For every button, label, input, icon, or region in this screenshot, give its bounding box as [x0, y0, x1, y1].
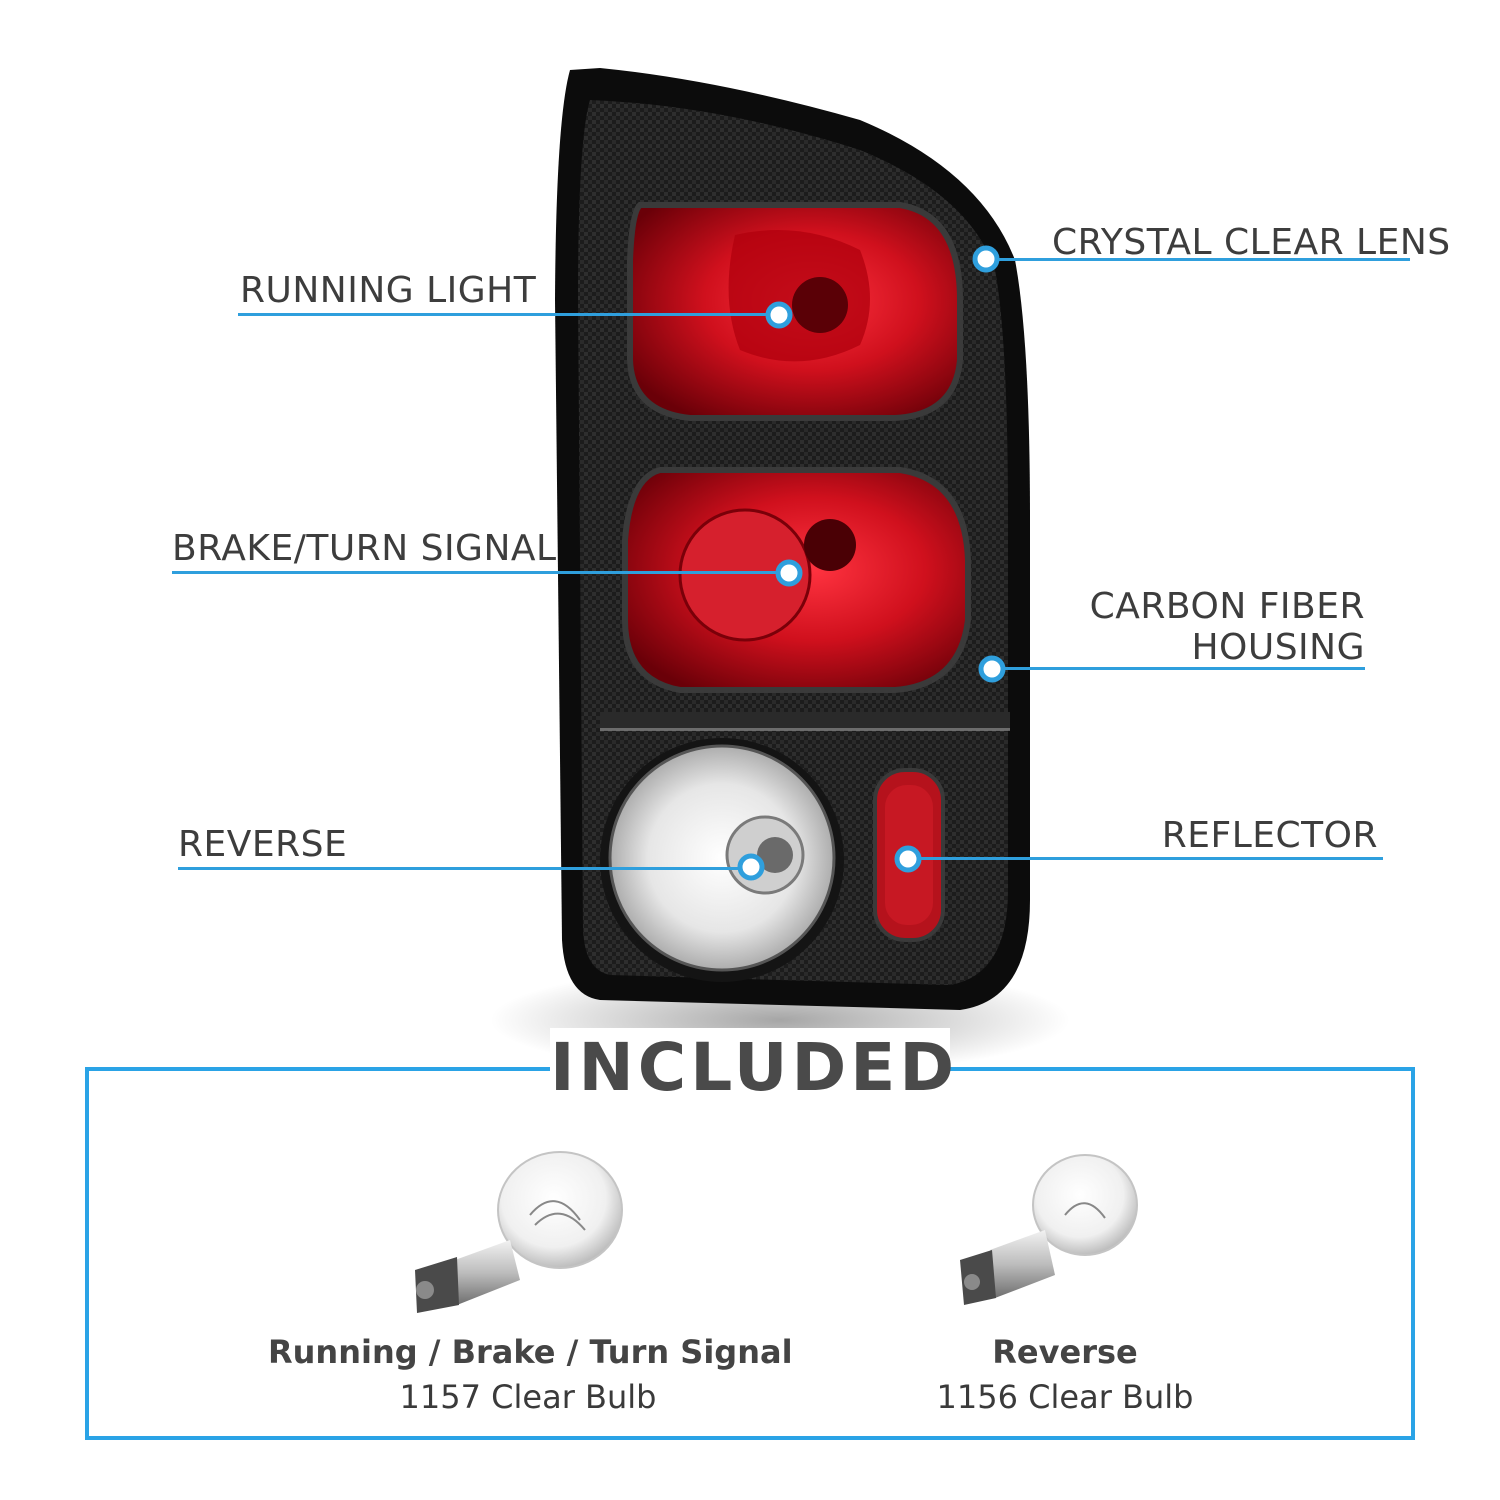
callout-brake-turn-line: [172, 571, 787, 574]
callout-reflector-dot: [894, 845, 922, 873]
callout-carbon-fiber-line2: HOUSING: [1191, 627, 1365, 669]
callout-running-light-dot: [765, 301, 793, 329]
callout-running-light-label: RUNNING LIGHT: [240, 270, 537, 311]
callout-brake-turn-label: BRAKE/TURN SIGNAL: [172, 528, 557, 569]
callout-carbon-fiber-line1: CARBON FIBER: [1089, 586, 1365, 627]
callout-carbon-fiber-label: CARBON FIBER HOUSING: [1060, 586, 1365, 669]
callout-crystal-clear-lens-label: CRYSTAL CLEAR LENS: [1052, 222, 1451, 263]
callout-reverse-line: [178, 867, 750, 870]
bulb-1156-subtitle: 1156 Clear Bulb: [936, 1378, 1194, 1416]
callout-reflector-line: [908, 857, 1383, 860]
callout-crystal-clear-lens-dot: [972, 245, 1000, 273]
bulb-1156-image: [960, 1154, 1138, 1305]
callout-carbon-fiber-line: [992, 667, 1365, 670]
callout-crystal-clear-lens-line: [988, 258, 1410, 261]
callout-reverse-label: REVERSE: [178, 824, 348, 865]
callout-brake-turn-dot: [775, 559, 803, 587]
callout-running-light-line: [238, 313, 778, 316]
callout-reflector-label: REFLECTOR: [1161, 815, 1378, 856]
included-title: INCLUDED: [550, 1028, 959, 1108]
bulb-1157-subtitle: 1157 Clear Bulb: [399, 1378, 657, 1416]
bulb-1156-title: Reverse: [992, 1333, 1138, 1371]
callout-carbon-fiber-dot: [978, 655, 1006, 683]
bulb-1157-image: [415, 1151, 623, 1313]
bulb-1157-title: Running / Brake / Turn Signal: [268, 1333, 793, 1371]
callout-reverse-dot: [737, 853, 765, 881]
